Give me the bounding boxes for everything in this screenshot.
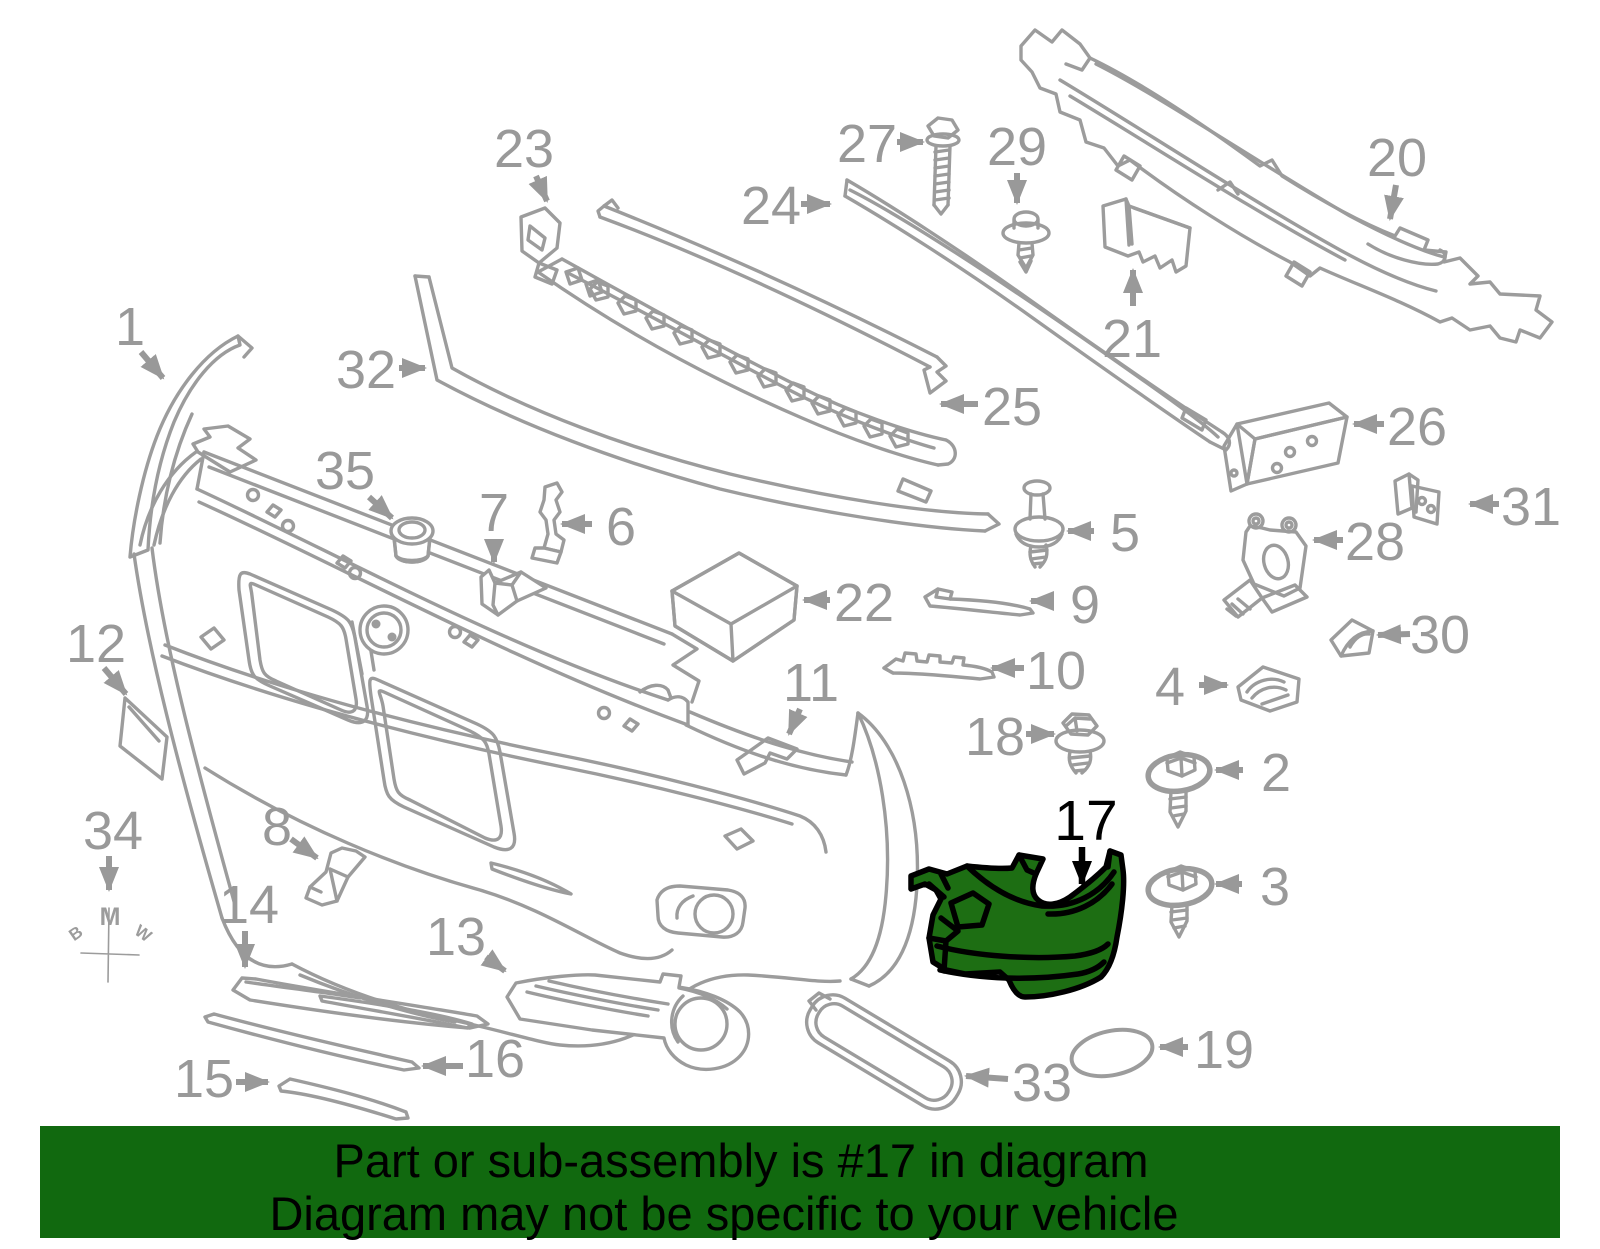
svg-text:1: 1 xyxy=(115,297,145,357)
svg-text:5: 5 xyxy=(1110,503,1140,563)
svg-text:33: 33 xyxy=(1012,1053,1072,1113)
svg-text:30: 30 xyxy=(1410,605,1470,665)
svg-text:20: 20 xyxy=(1367,128,1427,188)
svg-text:12: 12 xyxy=(66,614,126,674)
svg-text:32: 32 xyxy=(336,340,396,400)
svg-text:34: 34 xyxy=(83,801,143,861)
svg-text:11: 11 xyxy=(783,653,839,713)
svg-text:10: 10 xyxy=(1026,641,1086,701)
svg-text:14: 14 xyxy=(219,875,279,935)
svg-text:28: 28 xyxy=(1345,512,1405,572)
svg-text:29: 29 xyxy=(987,117,1047,177)
svg-text:9: 9 xyxy=(1070,575,1100,635)
svg-text:23: 23 xyxy=(494,119,554,179)
svg-text:Part or sub-assembly is #17 in: Part or sub-assembly is #17 in diagram xyxy=(333,1134,1148,1187)
svg-text:4: 4 xyxy=(1155,657,1185,717)
svg-text:22: 22 xyxy=(834,573,894,633)
svg-text:15: 15 xyxy=(174,1049,234,1109)
svg-text:35: 35 xyxy=(315,441,375,501)
svg-text:W: W xyxy=(131,921,156,946)
svg-text:18: 18 xyxy=(965,707,1025,767)
svg-text:16: 16 xyxy=(465,1029,525,1089)
svg-text:25: 25 xyxy=(982,377,1042,437)
svg-text:19: 19 xyxy=(1194,1020,1254,1080)
svg-text:24: 24 xyxy=(741,176,801,236)
svg-text:Diagram may not be specific to: Diagram may not be specific to your vehi… xyxy=(269,1187,1178,1240)
svg-text:31: 31 xyxy=(1501,477,1561,537)
svg-text:13: 13 xyxy=(426,907,486,967)
svg-text:7: 7 xyxy=(479,483,509,543)
svg-text:2: 2 xyxy=(1261,743,1291,803)
svg-text:26: 26 xyxy=(1387,397,1447,457)
svg-text:21: 21 xyxy=(1102,309,1162,369)
svg-text:17: 17 xyxy=(1054,789,1117,853)
svg-text:27: 27 xyxy=(837,114,897,174)
svg-text:3: 3 xyxy=(1260,857,1290,917)
svg-text:6: 6 xyxy=(606,497,636,557)
svg-text:M: M xyxy=(100,903,121,931)
svg-text:B: B xyxy=(65,922,86,945)
svg-text:8: 8 xyxy=(262,797,292,857)
